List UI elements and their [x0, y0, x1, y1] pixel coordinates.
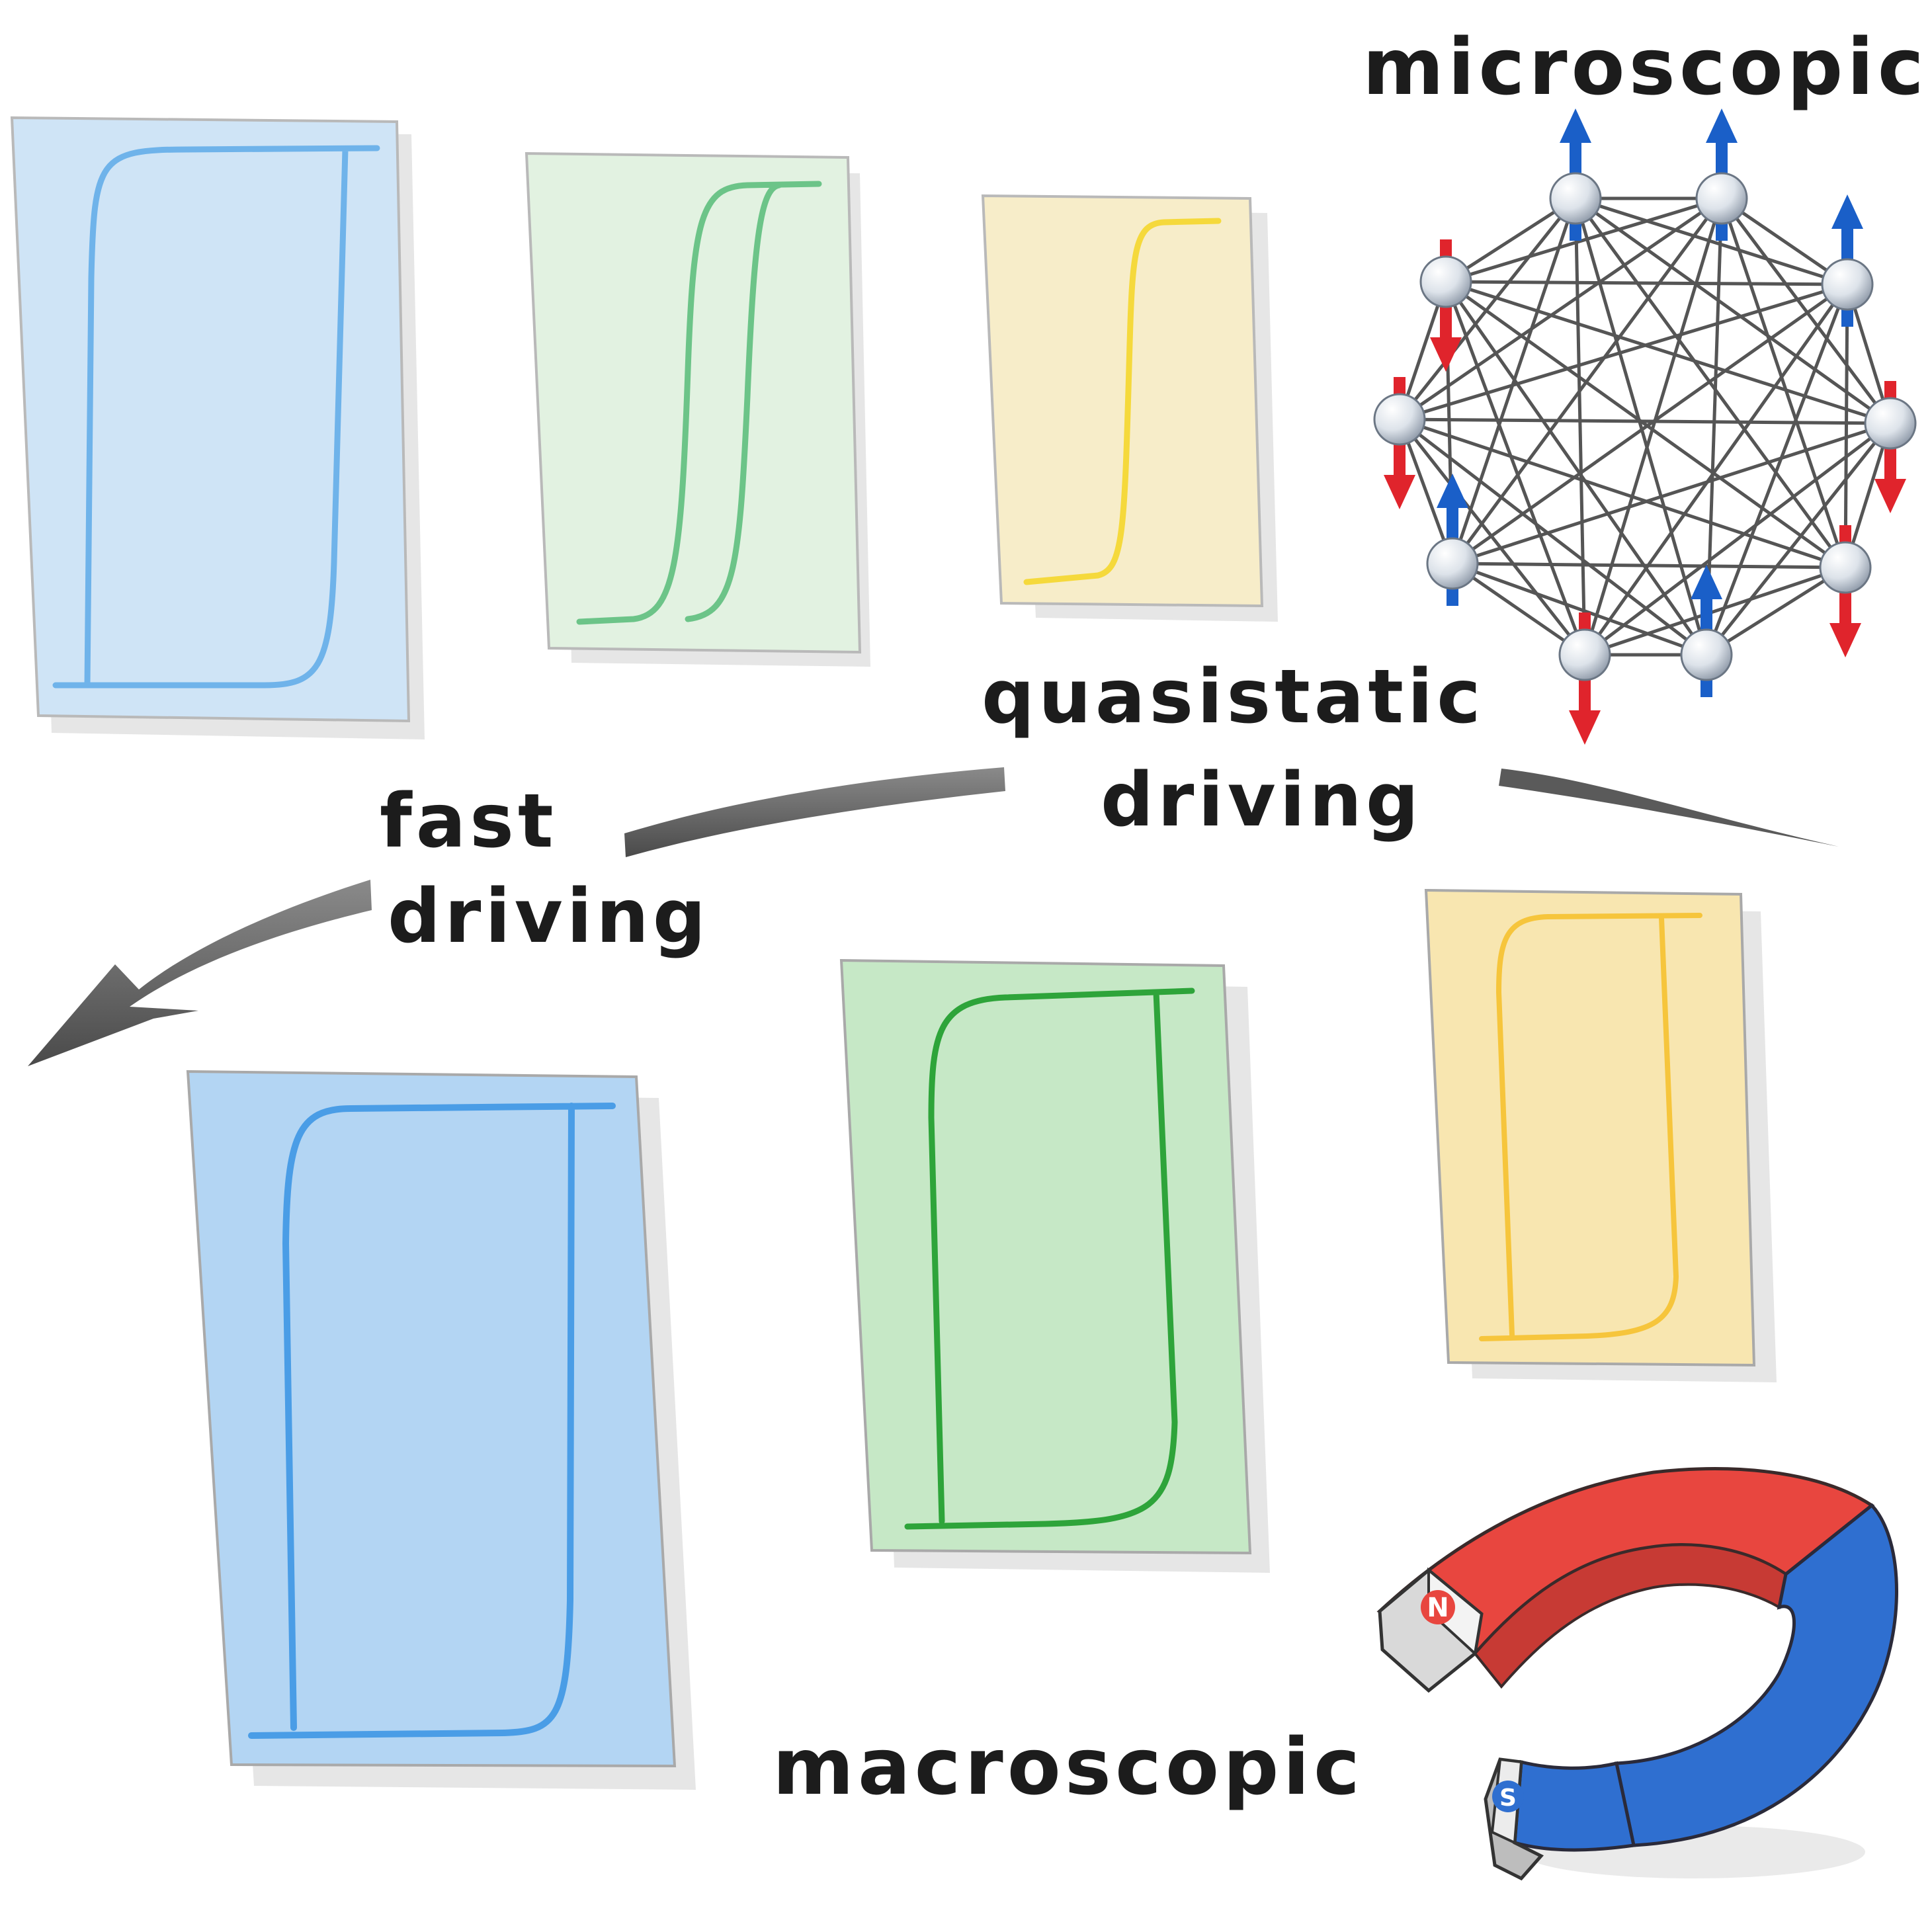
spin-coupling-line: [1398, 196, 1723, 421]
spin-up-arrow: [1695, 108, 1748, 241]
fast-driving-label-line1: fast: [380, 778, 558, 864]
spin-coupling-line: [1398, 418, 1708, 656]
spin-coupling-line: [1445, 280, 1847, 569]
spin-coupling-line: [1574, 198, 1587, 655]
macroscopic-label: macroscopic: [773, 1721, 1364, 1812]
spin-coupling-line: [1574, 196, 1892, 425]
fast-driving-arrow: [28, 880, 372, 1066]
spin-up-arrow: [1821, 194, 1874, 327]
spin-down-arrow: [1419, 239, 1472, 372]
spin-coupling-line: [1452, 421, 1891, 566]
horseshoe-magnet: N S: [1376, 1467, 1898, 1881]
fast-driving-label-line2: driving: [388, 874, 710, 960]
spin-coupling-line: [1444, 280, 1708, 656]
microscopic-label: microscopic: [1363, 21, 1928, 112]
spin-coupling-line: [1575, 196, 1848, 286]
spin-coupling-line: [1705, 422, 1892, 656]
hysteresis-loop-blue: [248, 1103, 616, 1739]
spin-coupling-line: [1398, 197, 1577, 421]
north-pole-label: N: [1427, 1593, 1449, 1623]
spin-coupling-line: [1398, 418, 1586, 656]
spin-coupling-line: [1444, 281, 1587, 655]
spin-up-arrow: [1680, 565, 1733, 697]
spin-site: [1373, 393, 1426, 446]
spin-site: [1419, 255, 1472, 308]
hysteresis-loop-green: [904, 987, 1195, 1530]
spin-coupling-line: [1451, 282, 1849, 566]
hysteresis-loop-blue-light: [52, 145, 380, 689]
spin-coupling-line: [1720, 198, 1847, 568]
spin-coupling-line: [1399, 417, 1891, 425]
hysteresis-loop-yellow-light: [1023, 218, 1222, 585]
card-yellow: [1424, 888, 1777, 1382]
spin-coupling-line: [1452, 562, 1707, 657]
spin-coupling-line: [1843, 284, 1849, 568]
spin-coupling-line: [1451, 562, 1586, 657]
spin-coupling-line: [1583, 422, 1892, 656]
spin-site: [1680, 628, 1733, 681]
spin-down-arrow: [1558, 612, 1611, 745]
quasistatic-arrow: [624, 767, 1839, 857]
spin-network: [1373, 108, 1917, 745]
spin-coupling-line: [1445, 280, 1848, 286]
card-blue-light: [10, 116, 425, 739]
quasistatic-label-line1: quasistatic: [982, 654, 1485, 740]
spin-site: [1864, 397, 1917, 450]
spin-down-arrow: [1819, 525, 1872, 657]
spin-site: [1549, 172, 1602, 225]
spin-up-arrow: [1426, 474, 1479, 606]
card-green-light: [525, 151, 870, 667]
spin-coupling-line: [1704, 284, 1849, 655]
spin-down-arrow: [1864, 381, 1917, 513]
hysteresis-loop-green-light: [576, 181, 822, 625]
card-green: [839, 958, 1270, 1573]
spin-site: [1819, 541, 1872, 594]
spin-coupling-line: [1574, 198, 1708, 655]
spin-site: [1426, 537, 1479, 590]
hysteresis-loop-yellow: [1479, 913, 1702, 1341]
spin-coupling-line: [1720, 197, 1892, 425]
spin-site: [1695, 172, 1748, 225]
spin-up-arrow: [1549, 108, 1602, 241]
spin-coupling-line: [1445, 196, 1722, 284]
spin-coupling-line: [1399, 417, 1846, 569]
card-yellow-light: [981, 194, 1278, 622]
spin-site: [1821, 258, 1874, 311]
spin-down-arrow: [1373, 377, 1426, 509]
spin-coupling-line: [1705, 566, 1847, 657]
spin-site: [1558, 628, 1611, 681]
south-pole-label: S: [1499, 1785, 1517, 1812]
spin-coupling-line: [1584, 566, 1846, 657]
spin-coupling-line: [1452, 562, 1846, 569]
spin-coupling-line: [1399, 282, 1848, 421]
quasistatic-label-line2: driving: [1101, 757, 1423, 843]
card-blue: [186, 1070, 696, 1790]
spin-coupling-line: [1445, 280, 1891, 425]
